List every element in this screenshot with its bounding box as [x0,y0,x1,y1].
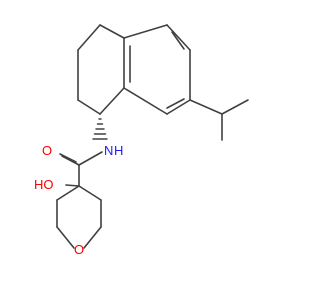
bond [61,155,80,166]
bond [171,31,185,50]
bond [56,226,75,249]
amide-bonds [59,151,103,187]
aromatic-ring [123,24,191,115]
nitrogen-hydrogen-label: H [114,143,123,158]
bond [123,24,168,39]
bond [65,184,80,187]
nitrogen-label: N [104,143,113,158]
carbonyl-oxygen-label: O [42,143,52,158]
molecule-structure: N H O HO O [34,24,249,257]
ring-oxygen-label: O [74,242,84,257]
hydroxyl-label: HO [34,177,54,192]
bond [78,151,103,166]
bond [166,24,191,51]
structure-canvas: N H O HO O [34,24,249,257]
bond [123,87,168,115]
stereo-hash-bond [92,113,108,140]
bond [56,185,80,201]
bond [77,99,101,115]
bond [83,226,102,249]
bond [166,98,185,109]
saturated-ring [77,24,125,115]
bond [78,185,102,201]
bond [59,153,77,163]
isopropyl-group [189,99,249,141]
bond [221,99,249,115]
bond [99,24,125,39]
bond [99,87,125,115]
bond [77,24,101,51]
oxane-ring [56,184,102,249]
bond [166,99,191,115]
bond [189,99,223,115]
